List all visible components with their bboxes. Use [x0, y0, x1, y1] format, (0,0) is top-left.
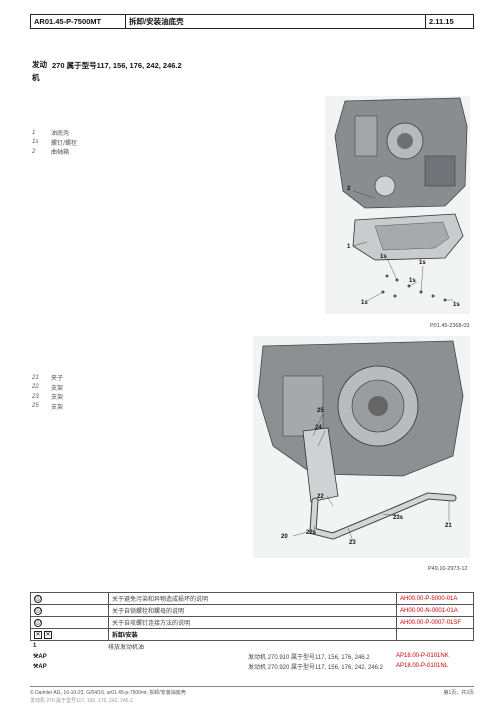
figure-1-ref: P01.45-2368-03	[430, 323, 470, 329]
table-row: ⓘ 关于自锁螺栓和螺母的说明 AH00.00-N-0001-01A	[31, 605, 473, 617]
engine-label: 发动机	[32, 60, 47, 82]
callout: 1s	[419, 260, 426, 266]
callout: 22	[317, 494, 324, 500]
callout: 1	[347, 244, 351, 250]
callout: 1s	[361, 300, 368, 306]
callout: 21	[445, 523, 452, 529]
callout: 23s	[393, 515, 404, 521]
callout: 1s	[453, 302, 460, 308]
step-spec: 发动机 270.910 属于型号117, 156, 176, 246.2	[248, 654, 370, 661]
tools-icon: ✕	[44, 630, 52, 639]
step-spec: 发动机 270.920 属于型号117, 156, 176, 242, 246.…	[248, 664, 383, 671]
tools-icon: ✕	[34, 630, 42, 639]
table-row: ⓘ 关于避免污染和异物造成损坏的说明 AH00.00-P-5000-01A	[31, 593, 473, 605]
info-icon: ⓘ	[34, 606, 42, 615]
doc-date: 2.11.15	[429, 17, 454, 26]
doc-title: 拆卸/安装油底壳	[126, 15, 426, 28]
callout: 24	[315, 425, 322, 431]
figure-exhaust-brackets: 25 24 22 23s 21 22s 20 23	[253, 336, 470, 558]
callout: 1s	[409, 278, 416, 284]
step-row: ⚒AP 发动机 270.920 属于型号117, 156, 176, 242, …	[30, 661, 474, 671]
engine-models: 270 属于型号117, 156, 176, 242, 246.2	[52, 61, 182, 70]
step-action: 排放发动机油	[108, 643, 145, 651]
footer-engine-line: 发动机 270 属于型号117, 156, 176, 242, 246.2	[30, 698, 133, 704]
footer-copyright: © Daimler AG, 16-10-23, G/04/16, ar01.45…	[30, 690, 186, 696]
callout: 2	[347, 186, 351, 192]
table-row: ✕✕ 拆卸/安装	[31, 629, 473, 640]
info-icon: ⓘ	[34, 618, 42, 627]
reference-link[interactable]: AP18.00-P-0101NK	[396, 653, 449, 659]
callout: 22s	[306, 530, 317, 536]
procedure-steps: 1 排放发动机油 ⚒AP 发动机 270.910 属于型号117, 156, 1…	[30, 641, 474, 671]
reference-link[interactable]: AH00.00-P-5000-01A	[400, 595, 458, 602]
step-row: ⚒AP 发动机 270.910 属于型号117, 156, 176, 246.2…	[30, 651, 474, 661]
callout: 25	[317, 408, 324, 414]
wrench-icon: ⚒	[33, 653, 39, 660]
step-number: 1	[33, 643, 37, 649]
page-number: 第1页，共3页	[443, 690, 474, 696]
table-row: ⓘ 关于自攻螺钉连接方法的说明 AH00.00-P-0007-01SF	[31, 617, 473, 629]
reference-link[interactable]: AH00.00-P-0007-01SF	[400, 619, 462, 626]
document-header: AR01.45-P-7500MT 拆卸/安装油底壳 2.11.15	[30, 14, 474, 29]
callout: 20	[281, 534, 288, 540]
figure-2-ref: P49.10-2973-12	[428, 566, 468, 572]
callout: 1s	[380, 254, 387, 260]
step-row: 1 排放发动机油	[30, 641, 474, 651]
doc-id: AR01.45-P-7500MT	[31, 15, 126, 28]
reference-link[interactable]: AP18.00-P-0101NL	[396, 663, 449, 669]
figure-oil-pan: 2 1 1s 1s 1s 1s 1s	[325, 96, 470, 314]
reference-link[interactable]: AH00.00-N-0001-01A	[400, 607, 458, 614]
callout: 23	[349, 540, 356, 546]
notes-table: ⓘ 关于避免污染和异物造成损坏的说明 AH00.00-P-5000-01A ⓘ …	[30, 592, 474, 641]
wrench-icon: ⚒	[33, 663, 39, 670]
page-footer: © Daimler AG, 16-10-23, G/04/16, ar01.45…	[30, 686, 474, 696]
info-icon: ⓘ	[34, 594, 42, 603]
